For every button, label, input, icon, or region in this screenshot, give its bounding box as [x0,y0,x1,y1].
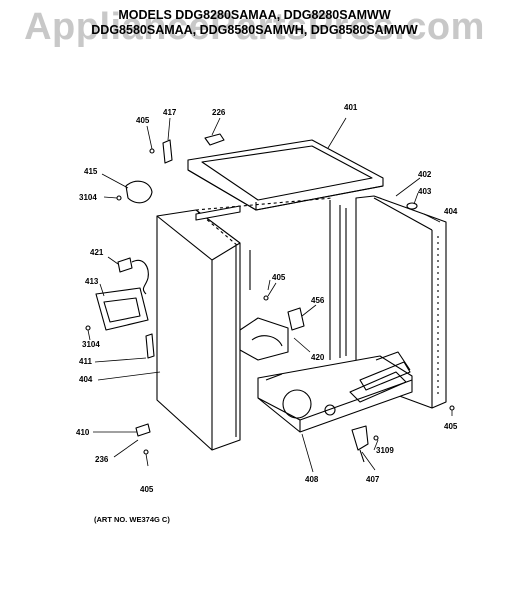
screw-icon [85,325,91,331]
leader-lines [87,117,453,473]
bracket-417 [162,139,173,164]
callout-411: 411 [79,357,92,366]
callout-405: 405 [136,116,150,125]
callout-403: 403 [418,187,432,196]
cabinet-frame [195,197,347,360]
art-number: (ART NO. WE374G C) [94,515,170,524]
part-411 [145,333,155,359]
callout-410: 410 [76,428,90,437]
callout-408: 408 [305,475,319,484]
callout-3109: 3109 [376,446,394,455]
screw-icon [373,435,379,441]
screw-icon [449,405,455,411]
harness-421 [117,257,133,273]
callout-404: 404 [444,207,458,216]
part-403 [406,202,418,210]
callout-226: 226 [212,108,226,117]
callout-456: 456 [311,296,325,305]
part-407 [351,425,369,451]
top-panel-401 [187,139,384,211]
watermark: AppliancePartsPros.com [24,6,485,48]
screw-icon [263,295,269,301]
callout-3104: 3104 [79,193,97,202]
clip-226 [204,133,225,146]
callout-402: 402 [418,170,432,179]
callout-401: 401 [344,103,358,112]
callout-417: 417 [163,108,177,117]
callout-421: 421 [90,248,104,257]
callout-405: 405 [272,273,286,282]
foot-410 [135,423,151,437]
screw-icon [149,148,155,154]
callout-420: 420 [311,353,325,362]
callout-3104: 3104 [82,340,100,349]
cover-415 [125,180,153,204]
callout-413: 413 [85,277,99,286]
harness-wire [131,260,149,295]
part-456 [287,307,305,331]
screw-icon [143,449,149,455]
callout-405: 405 [444,422,458,431]
models-title-line-1: MODELS DDG8280SAMAA, DDG8280SAMWW [118,8,391,22]
models-title-line-2: DDG8580SAMAA, DDG8580SAMWH, DDG8580SAMWW [91,23,418,37]
base-408 [257,351,413,433]
left-side-panel [156,209,241,451]
front-liner [239,317,289,361]
screw-icon [116,195,122,201]
callout-407: 407 [366,475,380,484]
callout-405: 405 [140,485,154,494]
callout-404: 404 [79,375,93,384]
callout-236: 236 [95,455,109,464]
callout-415: 415 [84,167,98,176]
